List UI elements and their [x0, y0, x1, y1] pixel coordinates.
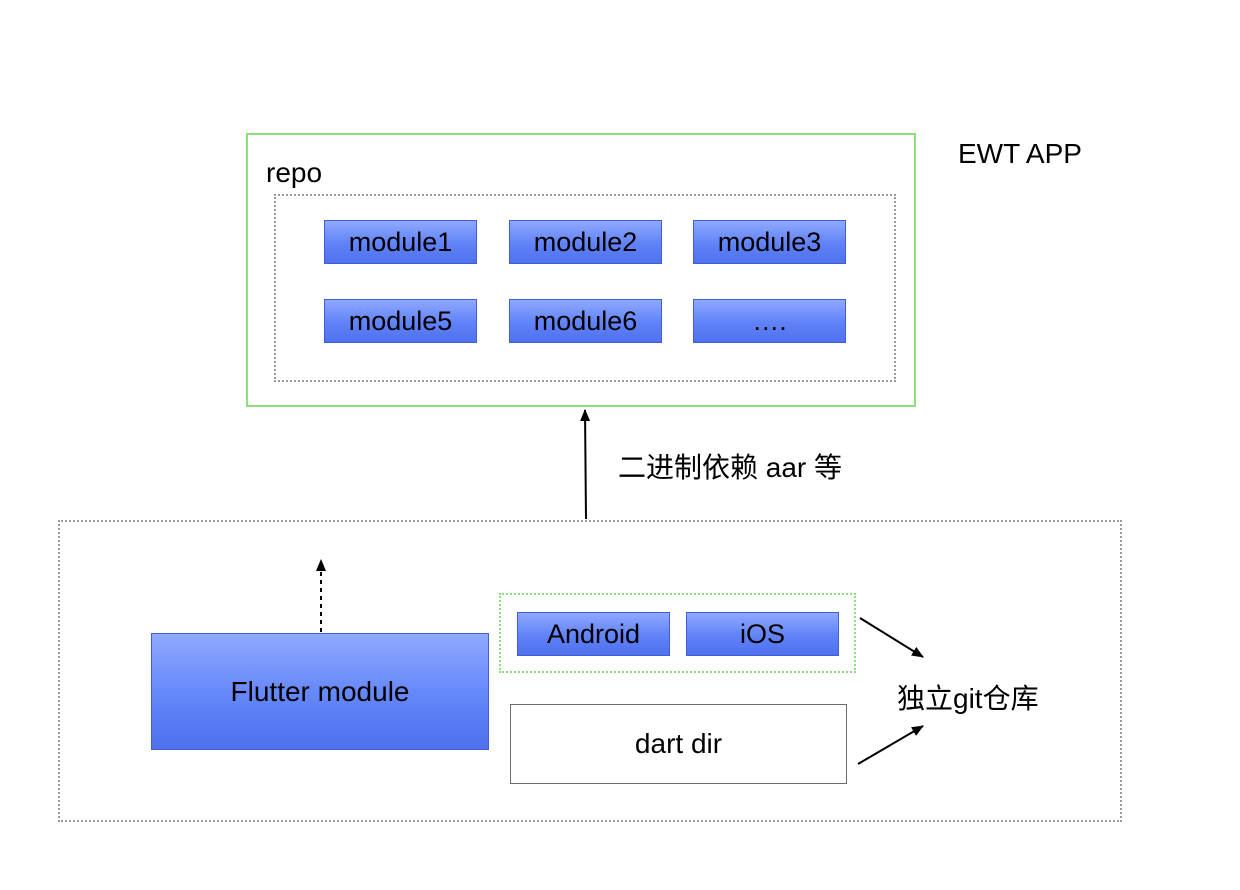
- module-box-1: module1: [324, 220, 477, 264]
- dart-to-git-arrow: [857, 725, 924, 765]
- git-repo-label: 独立git仓库: [897, 683, 1039, 714]
- repo-label: repo: [266, 157, 323, 188]
- module-box-2: module2: [509, 220, 662, 264]
- module-box-5: module5: [324, 299, 477, 343]
- ewt-app-frame: [246, 133, 916, 407]
- repo-box: [274, 194, 896, 382]
- native-platforms-box: [499, 593, 856, 673]
- app-title: EWT APP: [958, 138, 1082, 169]
- flutter-frame: [58, 520, 1122, 822]
- android-box: Android: [517, 612, 670, 656]
- dart-dir-box: dart dir: [510, 704, 847, 784]
- flutter-module-box: Flutter module: [151, 633, 489, 750]
- module-box-6: module6: [509, 299, 662, 343]
- module-box-more: ….: [693, 299, 846, 343]
- native-to-git-arrow: [859, 617, 924, 658]
- ios-box: iOS: [686, 612, 839, 656]
- dependency-label: 二进制依赖 aar 等: [618, 452, 843, 483]
- module-box-3: module3: [693, 220, 846, 264]
- dependency-arrow: [580, 409, 591, 520]
